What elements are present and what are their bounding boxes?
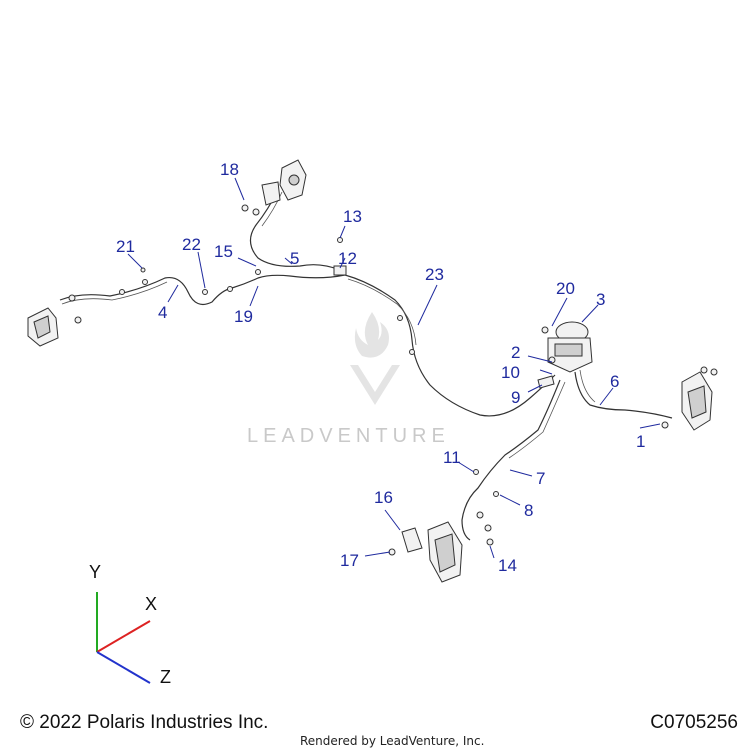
callout-13[interactable]: 13: [343, 207, 362, 226]
callout-10[interactable]: 10: [501, 363, 520, 382]
callout-21[interactable]: 21: [116, 237, 135, 256]
front-left-caliper: [388, 511, 494, 583]
rear-left-caliper: [27, 294, 82, 347]
callout-11[interactable]: 11: [443, 448, 461, 467]
axis-triad: Y X Z: [89, 562, 171, 687]
z-axis-line: [96, 651, 151, 684]
watermark-text: LEADVENTURE: [247, 425, 450, 447]
callout-19[interactable]: 19: [234, 307, 253, 326]
callout-6[interactable]: 6: [610, 372, 619, 391]
callout-20[interactable]: 20: [556, 279, 575, 298]
callout-17[interactable]: 17: [340, 551, 359, 570]
callout-15[interactable]: 15: [214, 242, 233, 261]
callout-3[interactable]: 3: [596, 290, 605, 309]
y-axis-label: Y: [89, 562, 101, 582]
line-clips: [119, 237, 499, 497]
callout-9[interactable]: 9: [511, 388, 520, 407]
callout-1[interactable]: 1: [636, 432, 645, 451]
callout-2[interactable]: 2: [511, 343, 520, 362]
callout-18[interactable]: 18: [220, 160, 239, 179]
callout-22[interactable]: 22: [182, 235, 201, 254]
leader-lines: [127, 177, 661, 559]
document-id: C0705256: [650, 712, 738, 733]
z-axis-label: Z: [160, 667, 171, 687]
callout-4[interactable]: 4: [158, 303, 167, 322]
rendered-by-text: Rendered by LeadVenture, Inc.: [300, 734, 485, 748]
leadventure-watermark: LEADVENTURE: [247, 312, 450, 447]
callout-7[interactable]: 7: [536, 469, 545, 488]
callout-12[interactable]: 12: [338, 249, 357, 268]
brake-line-assembly: [59, 189, 673, 541]
master-cylinder: [537, 321, 593, 389]
copyright-text: © 2022 Polaris Industries Inc.: [20, 712, 269, 733]
top-bracket: [241, 159, 307, 216]
callout-14[interactable]: 14: [498, 556, 517, 575]
callouts: 1 2 3 4 5 6 7 8 9 10 11 12 13 14 15 16 1…: [116, 160, 645, 575]
front-right-caliper: [661, 366, 718, 431]
callout-5[interactable]: 5: [290, 249, 299, 268]
callout-23[interactable]: 23: [425, 265, 444, 284]
x-axis-line: [96, 620, 151, 653]
callout-8[interactable]: 8: [524, 501, 533, 520]
callout-16[interactable]: 16: [374, 488, 393, 507]
x-axis-label: X: [145, 594, 157, 614]
